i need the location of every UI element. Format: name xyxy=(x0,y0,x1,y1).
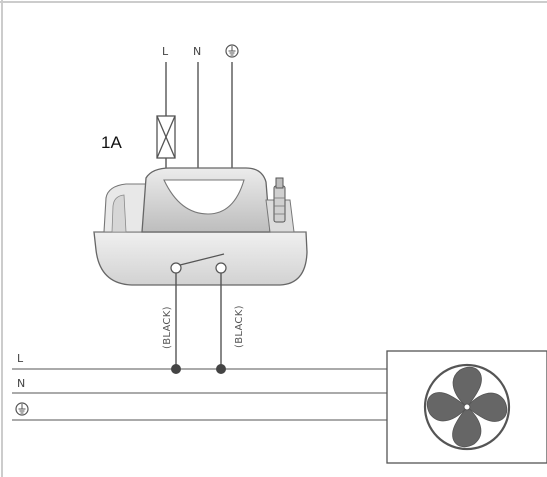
switch-output-wires xyxy=(175,273,222,369)
supply-live-label: L xyxy=(162,45,169,58)
junction-node-switched xyxy=(216,364,226,374)
supply-earth-symbol-icon xyxy=(225,44,239,58)
mains-conductors xyxy=(12,368,387,421)
right-wire-colour-label: (BLACK) xyxy=(234,305,245,348)
junction-nodes xyxy=(171,364,226,374)
junction-node-live xyxy=(171,364,181,374)
fan-icon xyxy=(423,363,511,451)
mains-neutral-label: N xyxy=(17,377,25,390)
fan-unit xyxy=(386,350,547,464)
fused-spur-device xyxy=(93,167,308,286)
supply-neutral-label: N xyxy=(193,45,201,58)
left-wire-colour-label: (BLACK) xyxy=(162,306,173,349)
mains-earth-symbol-icon xyxy=(15,402,29,416)
terminal-screw-icon xyxy=(273,177,286,223)
mains-live-label: L xyxy=(17,352,24,365)
fuse-rating-label: 1A xyxy=(101,133,122,152)
fuse-icon xyxy=(156,115,176,159)
